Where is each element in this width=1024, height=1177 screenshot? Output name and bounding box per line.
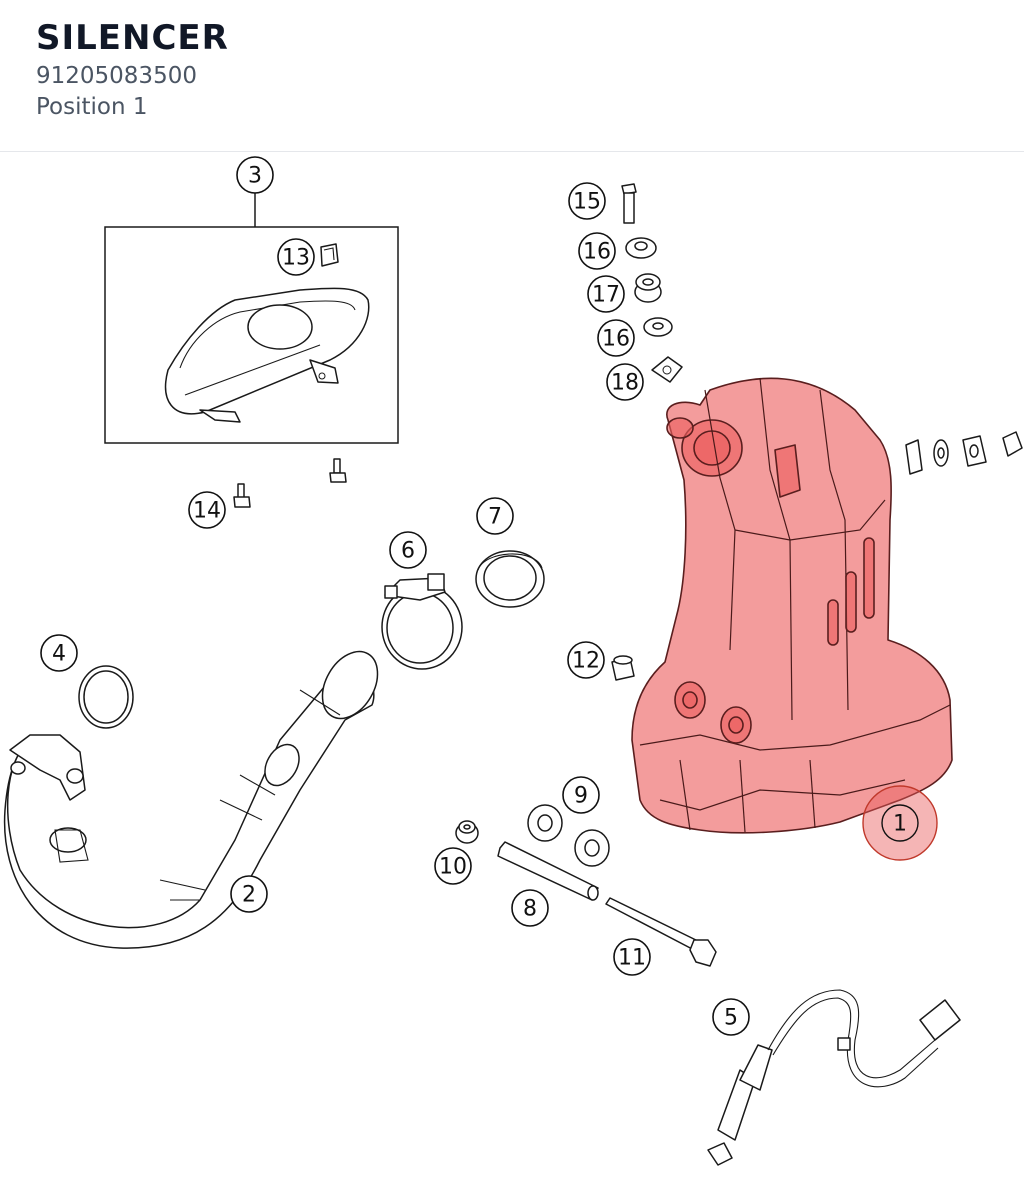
part-7-ring[interactable] — [475, 550, 545, 608]
part-2-header-pipe[interactable] — [3, 642, 389, 949]
callout-6[interactable]: 6 — [389, 531, 427, 569]
part-12-plug[interactable] — [611, 655, 635, 681]
callout-2[interactable]: 2 — [230, 875, 268, 913]
part-15-bolt[interactable] — [621, 183, 637, 224]
callout-17[interactable]: 17 — [587, 275, 625, 313]
fasteners-right[interactable] — [905, 431, 1023, 475]
part-5-lambda-sensor[interactable] — [707, 989, 961, 1166]
callout-5[interactable]: 5 — [712, 998, 750, 1036]
svg-text:2: 2 — [242, 883, 256, 908]
svg-text:13: 13 — [282, 246, 310, 271]
svg-text:14: 14 — [193, 499, 221, 524]
callout-18[interactable]: 18 — [606, 363, 644, 401]
callout-9[interactable]: 9 — [562, 776, 600, 814]
callout-3[interactable]: 3 — [236, 156, 274, 194]
part-16-washer-a[interactable] — [625, 237, 657, 259]
callout-7[interactable]: 7 — [476, 497, 514, 535]
svg-text:15: 15 — [573, 190, 601, 215]
part-number: 91205083500 — [36, 63, 197, 89]
svg-text:4: 4 — [52, 642, 66, 667]
svg-text:6: 6 — [401, 539, 415, 564]
header: SILENCER 91205083500 Position 1 — [0, 0, 1024, 152]
svg-text:18: 18 — [611, 371, 639, 396]
callout-12[interactable]: 12 — [567, 641, 605, 679]
callout-14[interactable]: 14 — [188, 491, 226, 529]
part-10-nut[interactable] — [455, 820, 479, 844]
part-8-sleeve[interactable] — [497, 841, 599, 901]
svg-text:9: 9 — [574, 784, 588, 809]
callout-10[interactable]: 10 — [434, 847, 472, 885]
svg-text:3: 3 — [248, 164, 262, 189]
part-18-nut-clip[interactable] — [651, 356, 683, 383]
part-3-assembly[interactable] — [104, 193, 399, 444]
svg-text:16: 16 — [583, 240, 611, 265]
svg-text:5: 5 — [724, 1006, 738, 1031]
callout-16a[interactable]: 16 — [578, 232, 616, 270]
svg-text:17: 17 — [592, 283, 620, 308]
svg-text:12: 12 — [572, 649, 600, 674]
svg-text:8: 8 — [523, 897, 537, 922]
part-11-bolt[interactable] — [605, 897, 717, 967]
screw-part-14a[interactable] — [329, 458, 347, 483]
part-1-silencer[interactable] — [631, 377, 953, 834]
svg-text:10: 10 — [439, 855, 467, 880]
callout-15[interactable]: 15 — [568, 182, 606, 220]
svg-text:11: 11 — [618, 946, 646, 971]
svg-text:16: 16 — [602, 327, 630, 352]
callout-4[interactable]: 4 — [40, 634, 78, 672]
svg-text:7: 7 — [488, 505, 502, 530]
svg-text:1: 1 — [893, 812, 907, 837]
part-16-washer-b[interactable] — [643, 317, 673, 337]
part-9-bushings[interactable] — [527, 804, 610, 867]
position-label: Position 1 — [36, 94, 148, 120]
callout-1[interactable]: 1 — [862, 785, 938, 861]
part-6-clamp[interactable] — [381, 573, 463, 670]
part-14-screw[interactable] — [233, 483, 251, 508]
page-title: SILENCER — [36, 18, 229, 58]
part-13-clip[interactable] — [320, 243, 339, 267]
part-4-oring[interactable] — [78, 665, 134, 729]
callout-8[interactable]: 8 — [511, 889, 549, 927]
callout-16b[interactable]: 16 — [597, 319, 635, 357]
callout-11[interactable]: 11 — [613, 938, 651, 976]
part-17-bushing[interactable] — [634, 273, 662, 303]
callout-13[interactable]: 13 — [277, 238, 315, 276]
